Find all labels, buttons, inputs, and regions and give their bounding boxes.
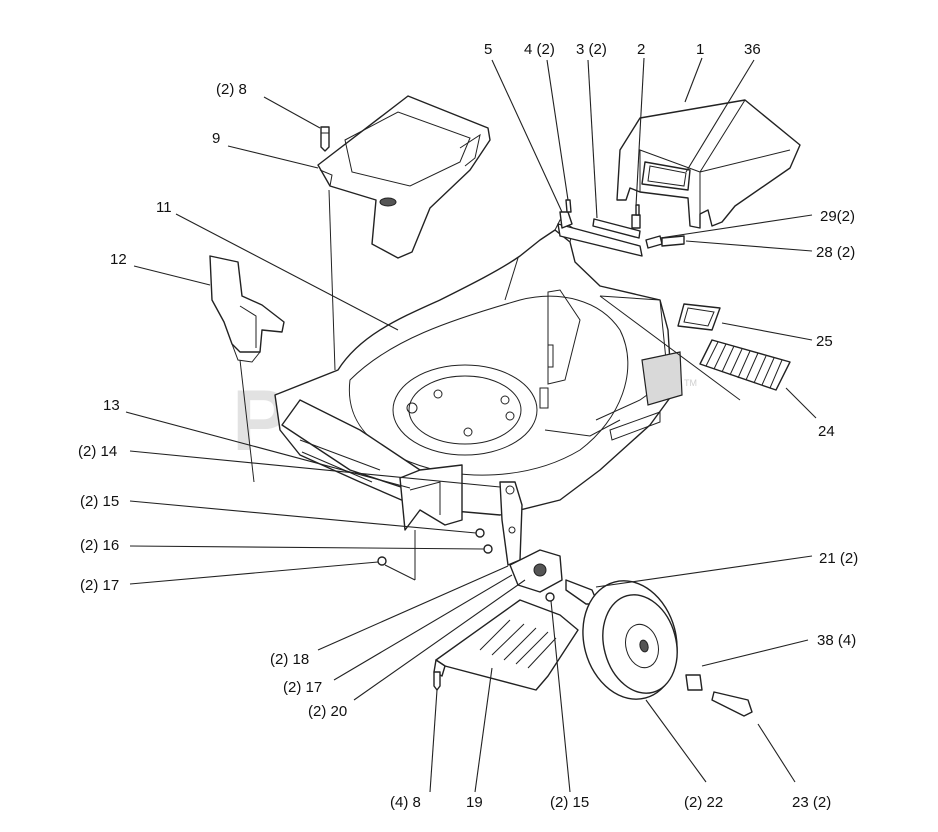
bolt-part-16	[483, 544, 493, 554]
callout-1: 1	[696, 41, 704, 58]
callout-4: 4 (2)	[524, 41, 555, 58]
rear-axle-assembly	[557, 199, 721, 331]
callout-29: 29(2)	[820, 208, 855, 225]
rear-shroud-part-1	[616, 99, 801, 229]
callout-11: 11	[156, 199, 172, 216]
callout-8-bottom: (4) 8	[390, 794, 421, 811]
nut-part-2	[631, 214, 641, 229]
callout-18: (2) 18	[270, 651, 309, 668]
rod-part-3	[557, 223, 643, 257]
decal-part-24	[699, 339, 791, 391]
callout-20: (2) 20	[308, 703, 347, 720]
callout-25: 25	[816, 333, 833, 350]
callout-17-bottom: (2) 17	[283, 679, 322, 696]
screw-part-8-bottom	[433, 671, 441, 691]
watermark-trademark: TM	[684, 378, 697, 388]
washer-part-15	[475, 528, 485, 538]
washer-part-15-lower	[545, 592, 555, 602]
pin-part-28	[661, 235, 685, 247]
spring-part-29	[645, 235, 663, 249]
front-frame-part-13	[399, 464, 463, 531]
bracket-part-5	[559, 211, 573, 229]
callout-13: 13	[103, 397, 120, 414]
mower-deck-part-11	[274, 219, 683, 516]
callout-8-top: (2) 8	[216, 81, 247, 98]
callout-labels: 1 2 3 (2) 4 (2) 5 (2) 8 (4) 8 9 11 12 13…	[78, 41, 858, 811]
callout-17-left: (2) 17	[80, 577, 119, 594]
screw-part-8-top	[320, 126, 330, 152]
wheel-part-22	[582, 580, 678, 700]
side-deflector-part-12	[209, 255, 285, 363]
callout-14: (2) 14	[78, 443, 117, 460]
callout-36: 36	[744, 41, 761, 58]
leader-lines	[125, 57, 817, 793]
callout-21: 21 (2)	[819, 550, 858, 567]
callout-23: 23 (2)	[792, 794, 831, 811]
callout-2: 2	[637, 41, 645, 58]
callout-5: 5	[484, 41, 492, 58]
callout-24: 24	[818, 423, 835, 440]
callout-9: 9	[212, 130, 220, 147]
callout-12: 12	[110, 251, 127, 268]
callout-19: 19	[466, 794, 483, 811]
callout-15-left: (2) 15	[80, 493, 119, 510]
plate-part-25	[677, 303, 721, 331]
skid-plate-part-19	[433, 599, 579, 691]
nut-part-17	[377, 556, 387, 566]
callout-22: (2) 22	[684, 794, 723, 811]
callout-16: (2) 16	[80, 537, 119, 554]
callout-28: 28 (2)	[816, 244, 855, 261]
top-cover-part-9	[317, 95, 491, 259]
bolt-part-23	[711, 691, 753, 717]
callout-38: 38 (4)	[817, 632, 856, 649]
guide-lines	[239, 189, 741, 581]
callout-3: 3 (2)	[576, 41, 607, 58]
decal-part-36	[641, 161, 691, 191]
pin-part-4	[565, 199, 572, 213]
spacer-part-38	[685, 674, 703, 691]
callout-15-bottom: (2) 15	[550, 794, 589, 811]
